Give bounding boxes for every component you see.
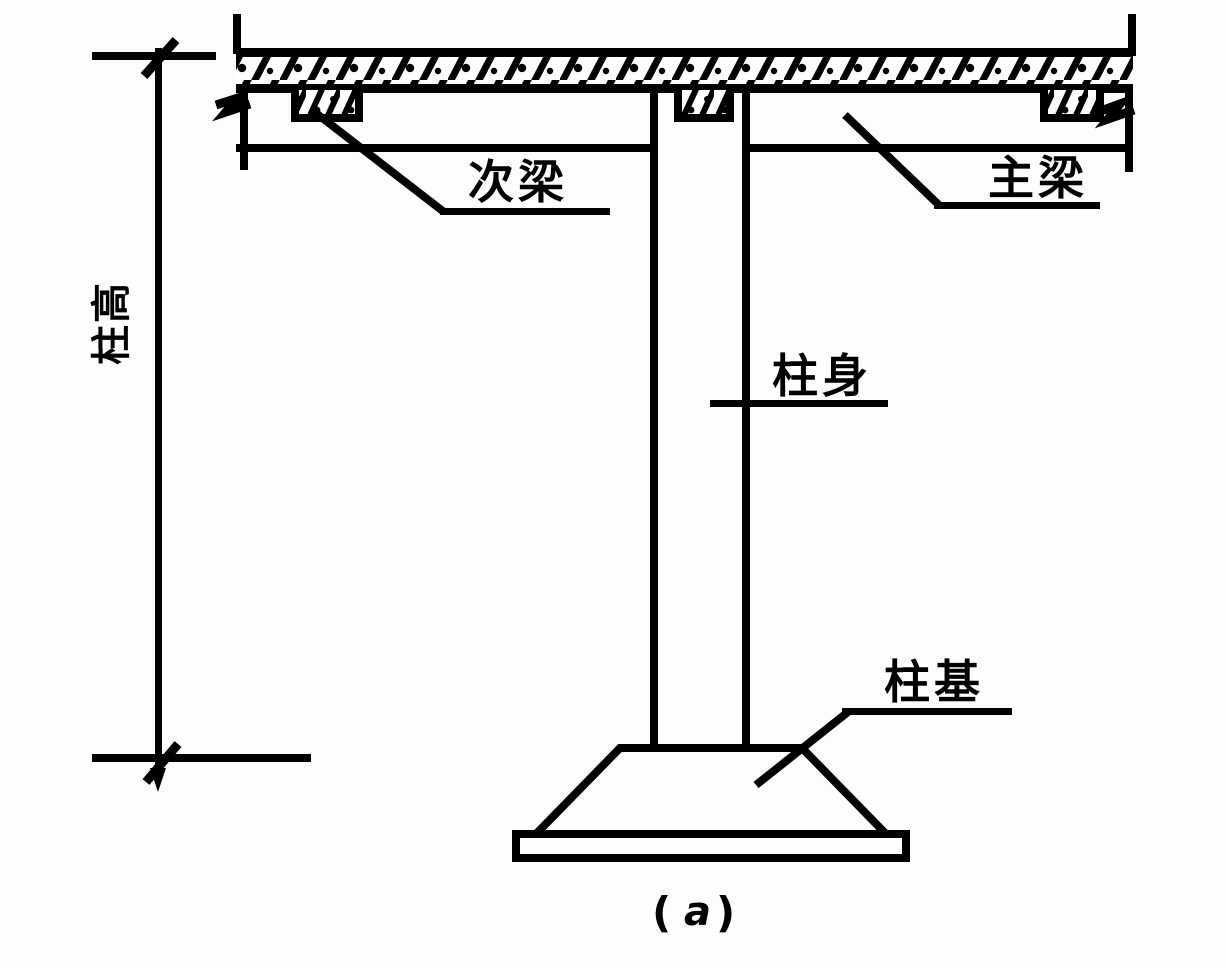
main-beam-leader: [842, 112, 1100, 209]
figure-caption: ( a ): [652, 888, 735, 937]
column-shaft-leader: [710, 400, 888, 407]
column-height-label-text: 柱高: [89, 281, 135, 365]
caption-letter: a: [684, 889, 711, 935]
column-height-label: 柱高: [89, 281, 135, 365]
column-shaft-label: 柱身: [772, 349, 872, 403]
column-height-dimension: [92, 37, 311, 792]
secondary-beam-section-right: [1040, 88, 1104, 122]
secondary-beam-leader: [309, 106, 610, 216]
secondary-beam-label: 次梁: [468, 155, 568, 209]
floor-slab: [236, 48, 1133, 93]
column-shaft: [650, 92, 750, 750]
caption-open-paren: (: [652, 888, 671, 937]
break-line-right-icon: [1094, 92, 1136, 172]
secondary-beam-section-middle: [674, 88, 734, 122]
main-beam-label: 主梁: [988, 151, 1088, 205]
main-beam: [236, 144, 1133, 152]
column-footing-leader: [753, 708, 1012, 789]
column-footing-label: 柱基: [884, 655, 984, 709]
caption-close-paren: ): [716, 888, 735, 937]
break-line-left-icon: [212, 88, 252, 170]
slab-edge-lines: [233, 14, 1136, 56]
column-footing: [512, 744, 910, 862]
